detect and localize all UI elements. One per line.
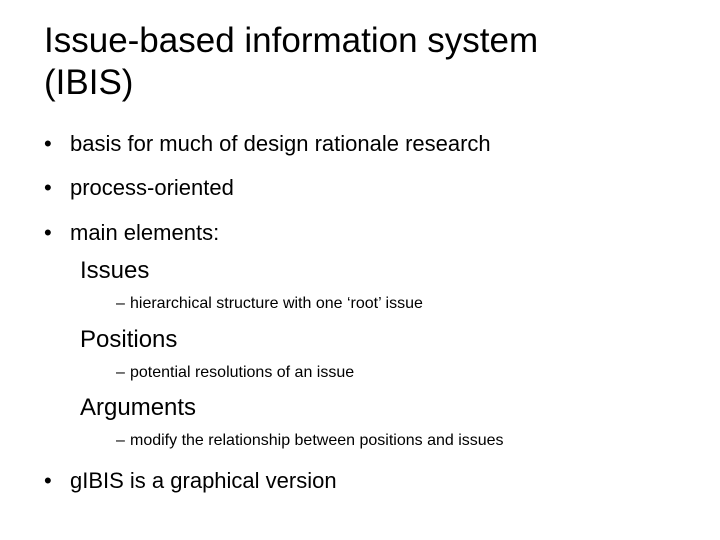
description-text: modify the relationship between position…: [130, 432, 504, 449]
element-description-arguments: –modify the relationship between positio…: [116, 431, 504, 451]
bullet-item-3: • main elements:: [44, 219, 219, 247]
element-description-issues: –hierarchical structure with one ‘root’ …: [116, 294, 423, 314]
bullet-dot: •: [44, 175, 52, 200]
dash-marker: –: [116, 364, 125, 381]
description-text: potential resolutions of an issue: [130, 364, 355, 381]
element-term-arguments: Arguments: [80, 394, 197, 421]
bullet-dot: •: [44, 131, 52, 156]
bullet-dot: •: [44, 220, 52, 245]
element-term-positions: Positions: [80, 326, 178, 353]
bullet-item-2: • process-oriented: [44, 174, 234, 202]
dash-marker: –: [116, 432, 125, 449]
bullet-item-4: • gIBIS is a graphical version: [44, 467, 337, 495]
bullet-text: gIBIS is a graphical version: [70, 468, 337, 493]
bullet-item-1: • basis for much of design rationale rese…: [44, 130, 491, 158]
bullet-dot: •: [44, 468, 52, 493]
element-description-positions: –potential resolutions of an issue: [116, 363, 354, 383]
bullet-text: basis for much of design rationale resea…: [70, 131, 491, 156]
title-line-1: Issue-based information system: [44, 21, 539, 60]
bullet-text: main elements:: [70, 220, 220, 245]
dash-marker: –: [116, 295, 125, 312]
element-term-issues: Issues: [80, 257, 150, 284]
bullet-text: process-oriented: [70, 175, 234, 200]
slide-title: Issue-based information system (IBIS): [44, 20, 684, 104]
description-text: hierarchical structure with one ‘root’ i…: [130, 295, 423, 312]
title-line-2: (IBIS): [44, 63, 134, 102]
